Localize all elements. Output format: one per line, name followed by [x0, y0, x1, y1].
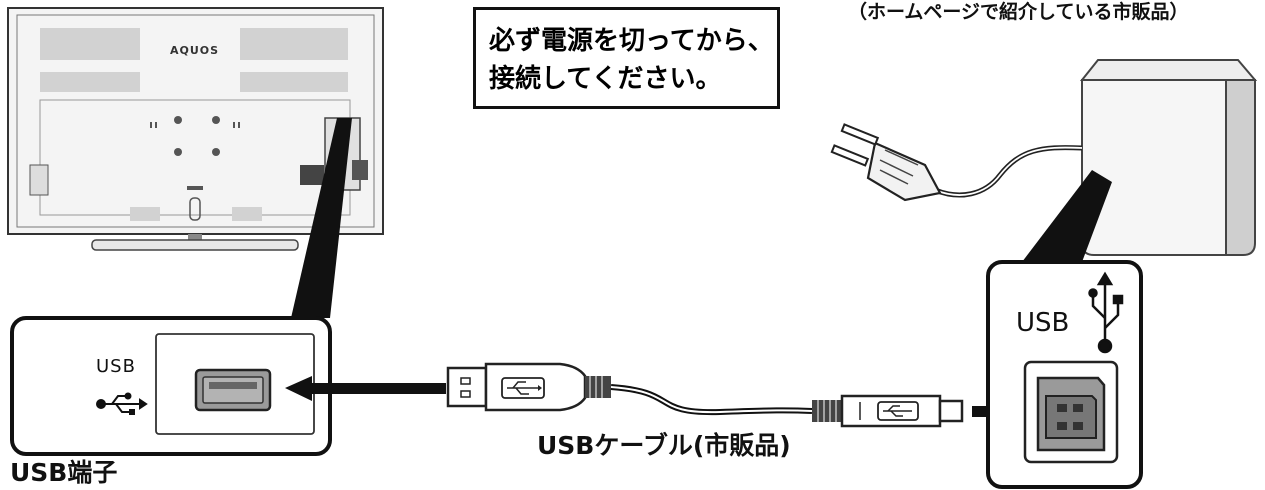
- tv-usb-label: USB: [96, 356, 136, 377]
- drive-usb-b-port: [1023, 360, 1119, 464]
- warning-line-2: 接続してください。: [489, 64, 722, 94]
- tv-usb-port: [194, 368, 272, 412]
- drive-usb-label: USB: [1016, 308, 1070, 338]
- drive-callout-wedge: [1022, 170, 1112, 262]
- external-hdd-illustration: [1079, 59, 1258, 256]
- warning-line-1: 必ず電源を切ってから、: [489, 26, 774, 56]
- usb-port-caption: USB端子: [10, 458, 118, 487]
- tv-brand-logo: AQUOS: [170, 44, 220, 57]
- usb-cable-label: USBケーブル(市販品): [537, 431, 791, 460]
- insert-arrow-tv: [285, 376, 446, 401]
- commercial-product-note: （ホームページで紹介している市販品）: [848, 1, 1189, 23]
- usb-cable: [446, 362, 964, 428]
- tv-callout-wedge: [291, 118, 352, 318]
- usb-trident-icon: [96, 392, 148, 415]
- usb-trident-icon-vertical: [1088, 271, 1124, 354]
- tv-rear-illustration: [7, 7, 384, 251]
- power-off-warning-box: 必ず電源を切ってから、 接続してください。: [473, 7, 780, 109]
- power-plug-illustration: [830, 123, 1083, 202]
